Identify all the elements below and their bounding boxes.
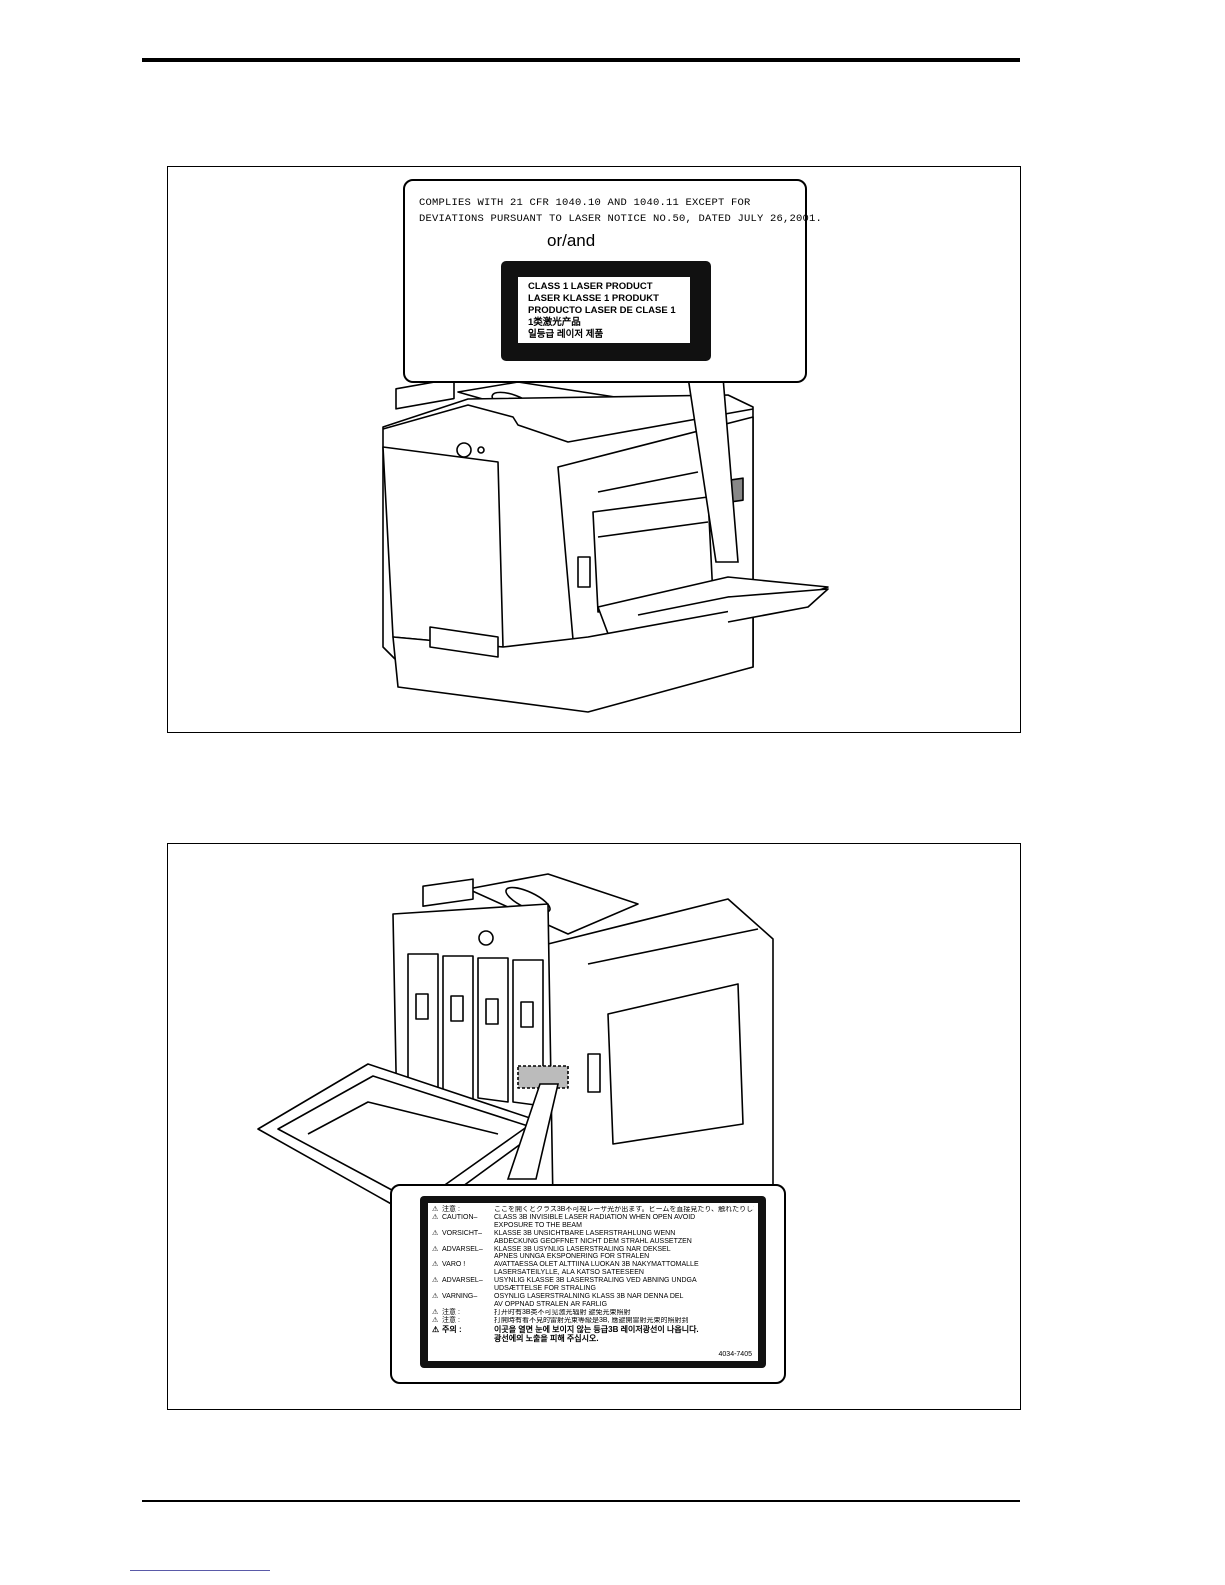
warning-row: ⚠注意 :打開時有看不見的雷射光束等級是3B, 應避開雷射光束的照射到 <box>432 1316 689 1324</box>
figure-class1-label-location: COMPLIES WITH 21 CFR 1040.10 AND 1040.11… <box>167 166 1021 733</box>
warning-row: ⚠VORSICHT–KLASSE 3B UNSICHTBARE LASERSTR… <box>432 1229 676 1237</box>
printer-illustration-front-open <box>257 873 774 1225</box>
warning-triangle-icon: ⚠ <box>432 1308 439 1316</box>
warning-row: ⚠VARNING–OSYNLIG LASERSTRÅLNING KLASS 3B… <box>432 1292 684 1300</box>
warning-text-area: ⚠注意 :ここを開くとクラス3B不可視レーザ光が出ます。ビームを直接見たり、触れ… <box>428 1203 758 1361</box>
figure-class3b-label-location: ⚠注意 :ここを開くとクラス3B不可視レーザ光が出ます。ビームを直接見たり、触れ… <box>167 843 1021 1410</box>
class1-laser-label: CLASS 1 LASER PRODUCT LASER KLASSE 1 PRO… <box>501 261 711 361</box>
warning-triangle-icon: ⚠ <box>432 1206 439 1213</box>
warning-row: ÅPNES UNNGÅ EKSPONERING FOR STRÅLEN <box>494 1253 650 1261</box>
or-and-text: or/and <box>547 231 596 250</box>
warning-triangle-icon: ⚠ <box>432 1213 439 1221</box>
class3b-warning-label: ⚠注意 :ここを開くとクラス3B不可視レーザ光が出ます。ビームを直接見たり、触れ… <box>420 1196 766 1368</box>
compliance-statement: COMPLIES WITH 21 CFR 1040.10 AND 1040.11… <box>419 197 823 225</box>
printer-illustration-right-side <box>382 376 829 713</box>
warning-triangle-icon: ⚠ <box>432 1229 439 1237</box>
compliance-callout: COMPLIES WITH 21 CFR 1040.10 AND 1040.11… <box>403 179 822 383</box>
warning-row: ⚠VARO !AVATTAESSA OLET ALTTIINA LUOKAN 3… <box>432 1261 699 1269</box>
warning-triangle-icon: ⚠ <box>432 1245 439 1253</box>
warning-row: UDSÆTTELSE FOR STRÅLING <box>494 1285 596 1293</box>
bottom-rule <box>142 1500 1020 1502</box>
warning-triangle-icon: ⚠ <box>432 1261 439 1269</box>
warning-triangle-icon: ⚠ <box>432 1292 439 1300</box>
warning-row: ABDECKUNG GEÖFFNET NICHT DEM STRAHL AUSS… <box>494 1237 692 1245</box>
warning-row: AV ÖPPNAD STRÅLEN ÄR FARLIG <box>494 1300 608 1308</box>
warning-row: 광선에의 노출을 피해 주십시오. <box>494 1333 599 1343</box>
warning-row: ⚠주의 :이곳을 열면 눈에 보이지 않는 등급3B 레이저광선이 나옵니다. <box>432 1324 699 1334</box>
warning-row: ⚠CAUTION–CLASS 3B INVISIBLE LASER RADIAT… <box>432 1213 696 1221</box>
warning-row: ⚠ADVARSEL–USYNLIG KLASSE 3B LASERSTRÅLIN… <box>432 1277 697 1285</box>
warning-triangle-icon: ⚠ <box>432 1316 439 1324</box>
warning-row: ⚠注意 :打开时有3B类不可见激光辐射 避免光束照射 <box>432 1308 631 1316</box>
warning-row: LASERSÄTEILYLLE, ÄLÄ KATSO SÄTEESEEN <box>494 1269 644 1277</box>
footer-link-underline[interactable] <box>130 1570 270 1571</box>
warning-triangle-icon: ⚠ <box>432 1324 440 1334</box>
class3b-warning-callout: ⚠注意 :ここを開くとクラス3B不可視レーザ光が出ます。ビームを直接見たり、触れ… <box>390 1184 786 1384</box>
top-rule <box>142 58 1020 62</box>
label-part-code: 4034-7405 <box>718 1351 752 1358</box>
warning-row: ⚠ADVARSEL–KLASSE 3B USYNLIG LASERSTRÅLIN… <box>432 1245 671 1253</box>
warning-row: ⚠注意 :ここを開くとクラス3B不可視レーザ光が出ます。ビームを直接見たり、触れ… <box>432 1206 754 1213</box>
class1-label-text-area: CLASS 1 LASER PRODUCT LASER KLASSE 1 PRO… <box>518 277 690 343</box>
warning-triangle-icon: ⚠ <box>432 1277 439 1285</box>
warning-row: EXPOSURE TO THE BEAM <box>494 1221 582 1229</box>
